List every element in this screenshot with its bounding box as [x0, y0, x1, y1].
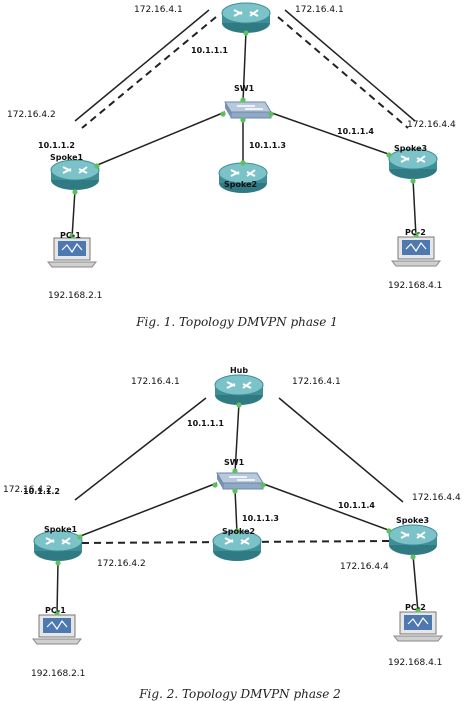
spoke2-tunnel-ip: 10.1.1.3: [249, 141, 286, 150]
hub-switch-link: [234, 402, 240, 474]
pc1-name: PC-1: [45, 606, 66, 615]
spoke1-public-ip: 172.16.4.2: [3, 485, 52, 495]
spoke1-router-icon: [33, 530, 83, 562]
port-dot: [415, 607, 421, 613]
switch-icon: [216, 472, 264, 490]
figure-caption: Fig. 2. Topology DMVPN phase 2: [138, 687, 341, 701]
switch-name: SW1: [224, 458, 245, 467]
hub-switch-link: [242, 30, 247, 103]
pc2-ip: 192.168.4.1: [388, 658, 442, 668]
spoke3-public-ip: 172.16.4.4: [412, 493, 461, 503]
hub-tunnel-ip: 10.1.1.1: [187, 419, 224, 428]
hub-router-icon: [221, 2, 271, 34]
hub-tunnel-ip: 10.1.1.1: [191, 46, 228, 55]
spoke3-router-icon: [388, 524, 438, 556]
port-dot: [232, 468, 238, 474]
hub-public-ip-right: 172.16.4.1: [295, 5, 344, 15]
port-dot: [212, 482, 218, 488]
spoke3-router-icon: [388, 148, 438, 180]
switch-spoke3-link: [260, 482, 392, 532]
pc2-computer-icon: [393, 611, 443, 642]
wan-link-spoke3: [278, 397, 404, 503]
port-dot: [54, 610, 60, 616]
port-dot: [386, 152, 392, 158]
pc2-name: PC-2: [405, 228, 426, 237]
port-dot: [240, 160, 246, 166]
hub-name: Hub: [230, 366, 248, 375]
hub-public-ip-left: 172.16.4.1: [131, 377, 180, 387]
port-dot: [69, 233, 75, 239]
wan-link-spoke1: [74, 397, 207, 501]
spoke2-name: Spoke2: [222, 527, 255, 536]
pc1-computer-icon: [32, 614, 82, 645]
port-dot: [55, 560, 61, 566]
port-dot: [240, 97, 246, 103]
port-dot: [413, 232, 419, 238]
spoke1-pc1-link: [71, 189, 76, 239]
switch-name: SW1: [234, 84, 255, 93]
hub-router-icon: [214, 374, 264, 406]
spoke3-pc2-link: [412, 554, 419, 613]
spoke3-name: Spoke3: [396, 516, 429, 525]
wan-link-spoke3: [284, 9, 416, 122]
spoke3-name: Spoke3: [394, 144, 427, 153]
hub-public-ip-left: 172.16.4.1: [134, 5, 183, 15]
pc1-ip: 192.168.2.1: [48, 291, 102, 301]
spoke3-nbma-ip: 172.16.4.4: [340, 562, 389, 572]
port-dot: [72, 189, 78, 195]
spoke1-tunnel-ip: 10.1.1.2: [38, 141, 75, 150]
port-dot: [243, 30, 249, 36]
port-dot: [410, 554, 416, 560]
port-dot: [236, 402, 242, 408]
port-dot: [77, 534, 83, 540]
port-dot: [234, 528, 240, 534]
port-dot: [260, 482, 266, 488]
spoke1-nbma-ip: 172.16.4.2: [97, 559, 146, 569]
port-dot: [240, 117, 246, 123]
wan-tunnel-spoke1: [81, 16, 217, 129]
switch-spoke3-link: [268, 111, 392, 156]
pc2-name: PC-2: [405, 603, 426, 612]
switch-spoke1-link: [94, 111, 226, 167]
spoke1-router-icon: [50, 159, 100, 191]
port-dot: [268, 111, 274, 117]
spoke2-name: Spoke2: [224, 180, 257, 189]
pc1-computer-icon: [47, 237, 97, 268]
port-dot: [386, 528, 392, 534]
hub-public-ip-right: 172.16.4.1: [292, 377, 341, 387]
switch-icon: [224, 101, 272, 119]
switch-spoke2-link: [234, 488, 238, 534]
pc1-ip: 192.168.2.1: [31, 669, 85, 679]
port-dot: [220, 111, 226, 117]
spoke1-public-ip: 172.16.4.2: [7, 110, 56, 120]
spoke3-pc2-link: [412, 178, 417, 238]
spoke3-public-ip: 172.16.4.4: [407, 120, 456, 130]
port-dot: [94, 163, 100, 169]
spoke1-pc1-link: [56, 560, 59, 616]
switch-spoke1-link: [77, 482, 218, 538]
spoke3-tunnel-ip: 10.1.1.4: [338, 501, 375, 510]
wan-link-spoke1: [74, 9, 210, 122]
pc2-computer-icon: [391, 236, 441, 267]
port-dot: [232, 488, 238, 494]
pc2-ip: 192.168.4.1: [388, 281, 442, 291]
spoke1-name: Spoke1: [50, 153, 84, 162]
spoke2-tunnel-ip: 10.1.1.3: [242, 514, 279, 523]
figure-caption: Fig. 1. Topology DMVPN phase 1: [135, 315, 338, 329]
spoke3-tunnel-ip: 10.1.1.4: [337, 127, 374, 136]
wan-tunnel-spoke3: [277, 16, 409, 129]
pc1-name: PC-1: [60, 231, 81, 240]
port-dot: [410, 178, 416, 184]
spoke1-tunnel-ip: 10.1.1.2: [23, 487, 60, 496]
spoke-to-spoke-tunnel: [81, 540, 390, 544]
spoke1-name: Spoke1: [44, 525, 78, 534]
